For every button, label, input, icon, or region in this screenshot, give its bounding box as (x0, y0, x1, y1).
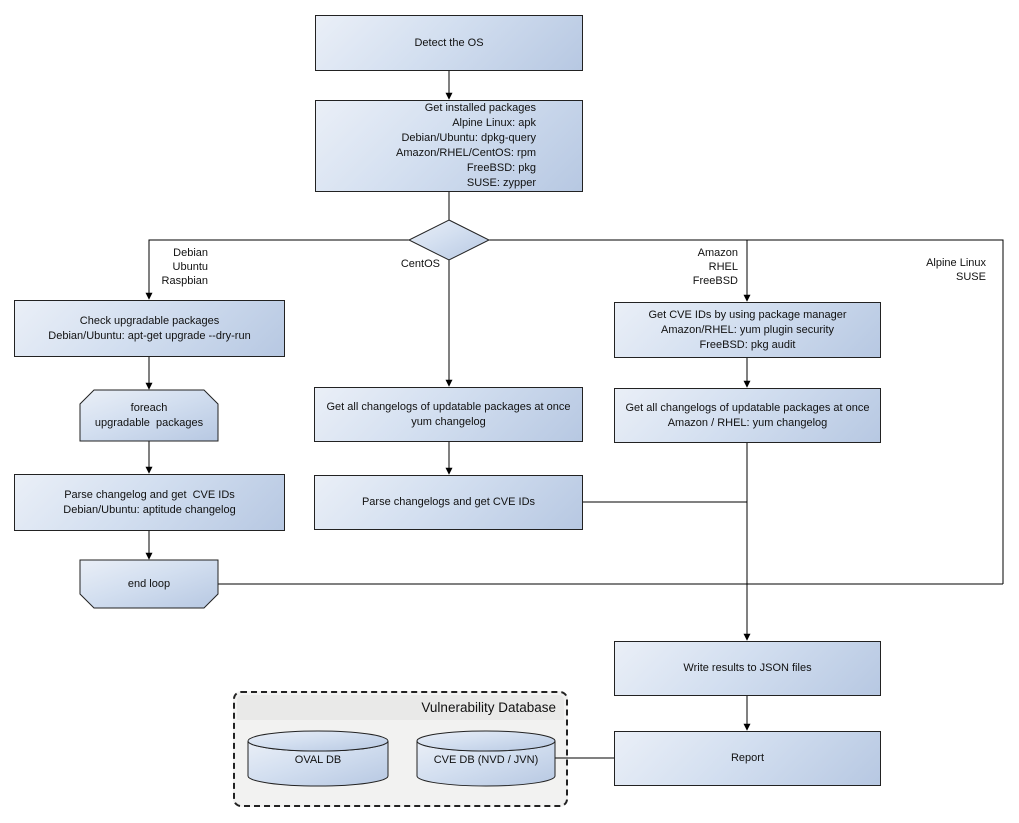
branch-label-debian: Debian Ubuntu Raspbian (161, 247, 208, 287)
node-parse-changelogs-centos: Parse changelogs and get CVE IDs (314, 475, 583, 530)
end-loop-shape (79, 559, 219, 609)
vulnerability-database-title: Vulnerability Database (237, 695, 564, 720)
end-loop-label: end loop (127, 577, 171, 590)
foreach-loop-label: foreach upgradable packages (94, 401, 204, 429)
node-write-results-json: Write results to JSON files (614, 641, 881, 696)
os-decision-diamond (407, 219, 491, 261)
node-check-upgradable-packages: Check upgradable packages Debian/Ubuntu:… (14, 300, 285, 357)
node-report: Report (614, 731, 881, 786)
vulnerability-database-panel: Vulnerability Database (233, 691, 568, 807)
node-get-installed-packages: Get installed packages Alpine Linux: apk… (315, 100, 583, 192)
branch-label-alpine: Alpine Linux SUSE (926, 257, 986, 283)
branch-label-amazon: Amazon RHEL FreeBSD (692, 247, 738, 287)
node-detect-os: Detect the OS (315, 15, 583, 71)
node-get-cve-ids-package-manager: Get CVE IDs by using package manager Ama… (614, 302, 881, 358)
branch-label-centos: CentOS (400, 258, 440, 270)
node-get-changelogs-amazon-rhel: Get all changelogs of updatable packages… (614, 388, 881, 443)
node-get-changelogs-centos: Get all changelogs of updatable packages… (314, 387, 583, 442)
foreach-loop-shape (79, 389, 219, 442)
node-parse-changelog-left: Parse changelog and get CVE IDs Debian/U… (14, 474, 285, 531)
